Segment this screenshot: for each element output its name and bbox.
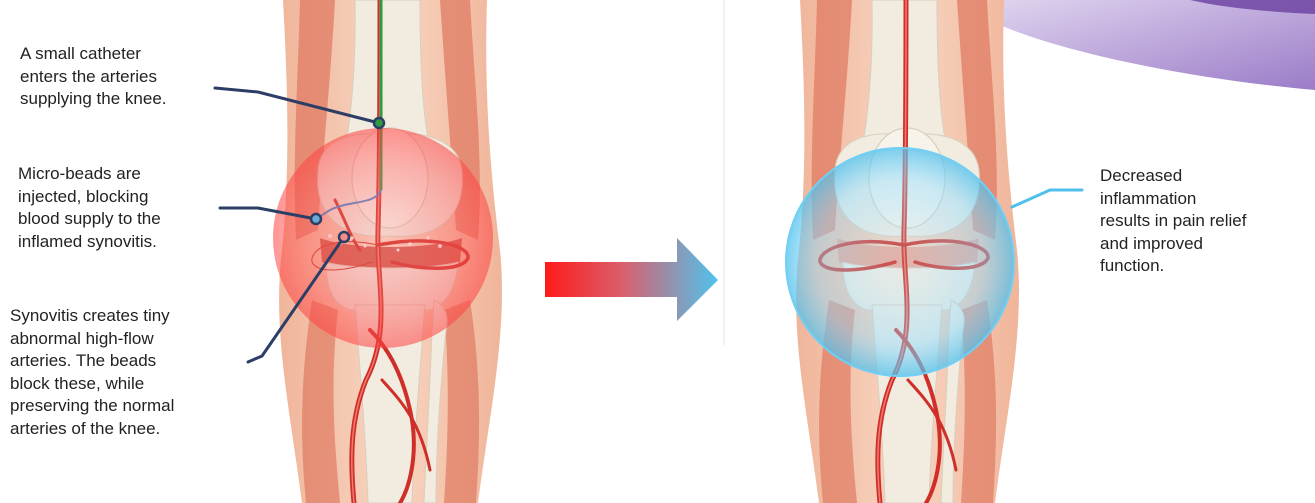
callout-synovitis-line: Synovitis creates tiny: [10, 305, 174, 328]
callout-synovitis-line: abnormal high-flow: [10, 328, 174, 351]
callout-pain-relief-line: Decreased: [1100, 165, 1246, 188]
callout-pain-relief-line: results in pain relief: [1100, 210, 1246, 233]
callout-synovitis: Synovitis creates tiny abnormal high-flo…: [10, 305, 174, 440]
reduced-inflammation-glow: [786, 148, 1014, 376]
callout-catheter-line: supplying the knee.: [20, 88, 167, 111]
callout-catheter-line: enters the arteries: [20, 66, 167, 89]
callout-synovitis-line: preserving the normal: [10, 395, 174, 418]
transition-arrow: [545, 238, 718, 321]
callout-synovitis-line: block these, while: [10, 373, 174, 396]
callout-synovitis-line: arteries of the knee.: [10, 418, 174, 441]
callout-pain-relief: Decreased inflammation results in pain r…: [1100, 165, 1246, 278]
callout-pain-relief-line: function.: [1100, 255, 1246, 278]
catheter-entry-marker: [374, 118, 384, 128]
callout-microbeads-line: inflamed synovitis.: [18, 231, 161, 254]
callout-microbeads-line: blood supply to the: [18, 208, 161, 231]
synovitis-marker: [339, 232, 349, 242]
callout-synovitis-line: arteries. The beads: [10, 350, 174, 373]
callout-line-relief: [1012, 190, 1082, 207]
callout-catheter: A small catheter enters the arteries sup…: [20, 43, 167, 111]
bead-marker: [311, 214, 321, 224]
callout-microbeads-line: injected, blocking: [18, 186, 161, 209]
callout-microbeads-line: Micro-beads are: [18, 163, 161, 186]
inflammation-glow: [273, 128, 493, 348]
callout-pain-relief-line: and improved: [1100, 233, 1246, 256]
callout-pain-relief-line: inflammation: [1100, 188, 1246, 211]
callout-microbeads: Micro-beads are injected, blocking blood…: [18, 163, 161, 253]
callout-catheter-line: A small catheter: [20, 43, 167, 66]
purple-corner-decoration: [960, 0, 1315, 90]
